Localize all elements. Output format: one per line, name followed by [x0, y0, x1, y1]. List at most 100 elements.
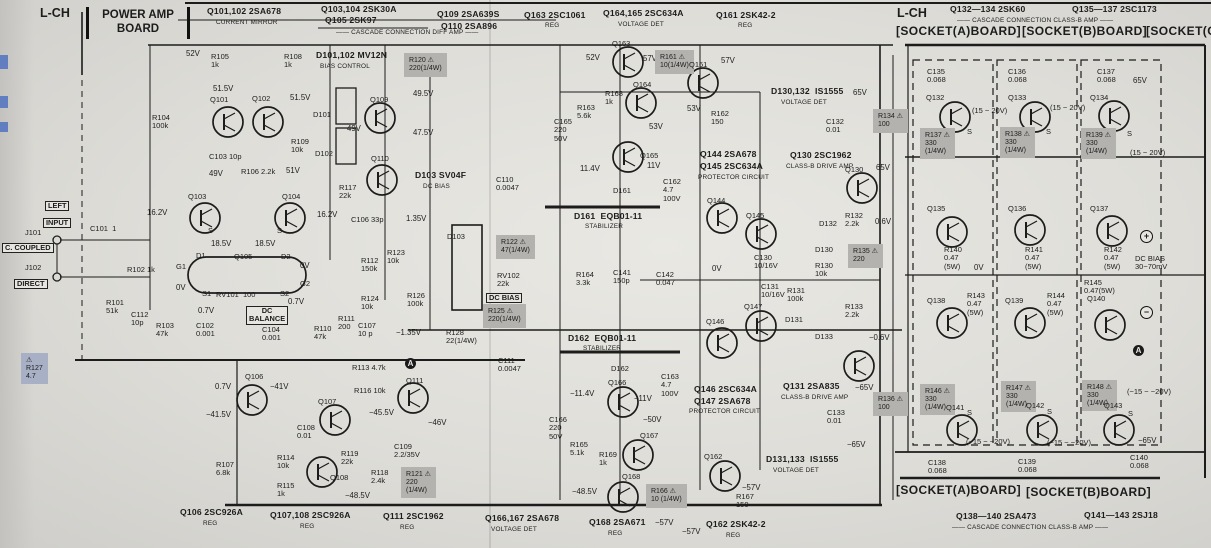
transistor-lead — [330, 422, 343, 430]
dual-fet-symbol — [187, 256, 307, 294]
label-voltage-det: VOLTAGE DET — [781, 99, 827, 106]
label-51-5v: 51.5V — [213, 84, 234, 93]
transistor-symbol — [1014, 214, 1046, 246]
label-r124: R124 10k — [361, 294, 379, 312]
label-r120: R120 ⚠ 220(1/4W) — [407, 56, 444, 74]
label-r101: R101 51k — [106, 298, 124, 316]
label-j102: J102 — [25, 263, 42, 272]
label-class-b-drive-amp: CLASS-B DRIVE AMP — [786, 163, 854, 170]
label-r115: R115 1k — [277, 481, 295, 499]
label-52v: 52V — [586, 53, 600, 62]
label-d131: D131 — [785, 315, 803, 324]
label-r141: R141 0.47 (5W) — [1025, 245, 1043, 271]
label-cascade-connection-diff-amp: —— CASCADE CONNECTION DIFF AMP —— — [336, 29, 479, 36]
transistor-lead — [223, 124, 236, 132]
label-d103-sv04f: D103 SV04F — [415, 170, 467, 180]
label-c102: C102 0.001 — [196, 321, 215, 339]
label-r138: R138 ⚠ 330 (1/4W) — [1003, 130, 1032, 156]
transistor-symbol — [846, 172, 878, 204]
label-s: S — [1128, 409, 1134, 418]
label-reg: REG — [203, 520, 218, 527]
transistor-lead — [950, 107, 963, 115]
label-d101: D101 — [313, 110, 331, 119]
transistor-lead — [263, 112, 276, 120]
label-65v: 65V — [876, 163, 890, 172]
label-r126: R126 100k — [407, 291, 425, 309]
label-c139: C139 0.068 — [1018, 457, 1037, 475]
transistor-lead — [698, 85, 711, 93]
label-q110-2sa896: Q110 2SA896 — [441, 21, 498, 31]
label-q164-165-2sc634a: Q164,165 2SC634A — [603, 8, 684, 18]
transistor-lead — [618, 404, 631, 412]
label-q107: Q107 — [318, 397, 337, 406]
label-46v: −46V — [428, 418, 447, 427]
label-r128: R128 22(1/4W) — [446, 328, 477, 346]
label-r147: R147 ⚠ 330 (1/4W) — [1004, 384, 1033, 410]
label-c131: C131 10/16V — [761, 282, 785, 300]
label-50v: −50V — [643, 415, 662, 424]
label-16-2v: 16.2V — [317, 210, 338, 219]
transistor-lead — [375, 120, 388, 128]
transistor-lead — [756, 316, 769, 324]
transistor-lead — [756, 236, 769, 244]
label-d161-eqb01-11: D161 EQB01-11 — [574, 211, 643, 221]
label-c130: C130 10/16V — [754, 253, 778, 271]
label-r112: R112 150k — [361, 256, 379, 274]
label-voltage-det: VOLTAGE DET — [491, 526, 537, 533]
label-r165: R165 5.1k — [570, 440, 588, 458]
label-dc: DC BALANCE — [246, 306, 289, 325]
blue-scan-mark — [0, 96, 8, 108]
label-: ⚠ R127 4.7 — [24, 356, 45, 382]
label-65v: −65V — [847, 440, 866, 449]
label-r106-2-2k: R106 2.2k — [241, 167, 276, 176]
transistor-symbol — [625, 87, 657, 119]
label-c138: C138 0.068 — [928, 458, 947, 476]
transistor-symbol — [397, 382, 429, 414]
label-c166: C166 220 50V — [549, 415, 567, 441]
label-: + — [1140, 230, 1153, 243]
transistor-lead — [957, 420, 970, 428]
transistor-symbol — [687, 67, 719, 99]
label-s: S — [277, 226, 283, 235]
input-jack-symbol — [52, 272, 62, 282]
label-r114: R114 10k — [277, 453, 295, 471]
label-0-6v: −0.6V — [869, 333, 890, 342]
label-r166: R166 ⚠ 10 (1/4W) — [649, 487, 684, 505]
transistor-lead — [1114, 432, 1127, 440]
label-q134: Q134 — [1090, 93, 1109, 102]
transistor-lead — [408, 400, 421, 408]
transistor-lead — [717, 208, 730, 216]
label-q106-2sc926a: Q106 2SC926A — [180, 507, 244, 517]
label-s1: S1 — [202, 289, 212, 298]
label-52v: 52V — [186, 49, 200, 58]
label-direct: DIRECT — [14, 279, 48, 290]
transistor-symbol — [319, 404, 351, 436]
label-q110: Q110 — [371, 154, 389, 163]
label-c111: C111 0.0047 — [498, 356, 521, 374]
transistor-lead — [618, 487, 631, 495]
label-0v: 0V — [712, 264, 722, 273]
label-0-7v: 0.7V — [215, 382, 232, 391]
label-r144: R144 0.47 (5W) — [1047, 291, 1065, 317]
label-51-5v: 51.5V — [290, 93, 311, 102]
transistor-lead — [1107, 221, 1120, 229]
label-q141-143-2sj18: Q141—143 2SJ18 — [1084, 510, 1158, 520]
label-q162: Q162 — [704, 452, 723, 461]
label-protector-circuit: PROTECTOR CIRCUIT — [689, 408, 761, 415]
label-r142: R142 0.47 (5W) — [1104, 245, 1122, 271]
label-socket-a-board: [SOCKET(A)BOARD] — [896, 24, 1022, 38]
label-c106-33p: C106 33p — [351, 215, 384, 224]
transistor-lead — [717, 345, 730, 353]
label-q131-2sa835: Q131 2SA835 — [783, 381, 840, 391]
transistor-symbol — [612, 46, 644, 78]
transistor-lead — [408, 388, 421, 396]
label-q144: Q144 — [707, 196, 726, 205]
transistor-symbol — [745, 310, 777, 342]
label-c103-10p: C103 10p — [209, 152, 242, 161]
label-r104: R104 100k — [152, 113, 170, 131]
label-r168: R168 1k — [605, 89, 623, 107]
label-bias-control: BIAS CONTROL — [320, 63, 370, 70]
diode-stack-symbol — [335, 87, 357, 125]
label-socket-b-board: [SOCKET(B)BOARD] — [1026, 485, 1152, 499]
